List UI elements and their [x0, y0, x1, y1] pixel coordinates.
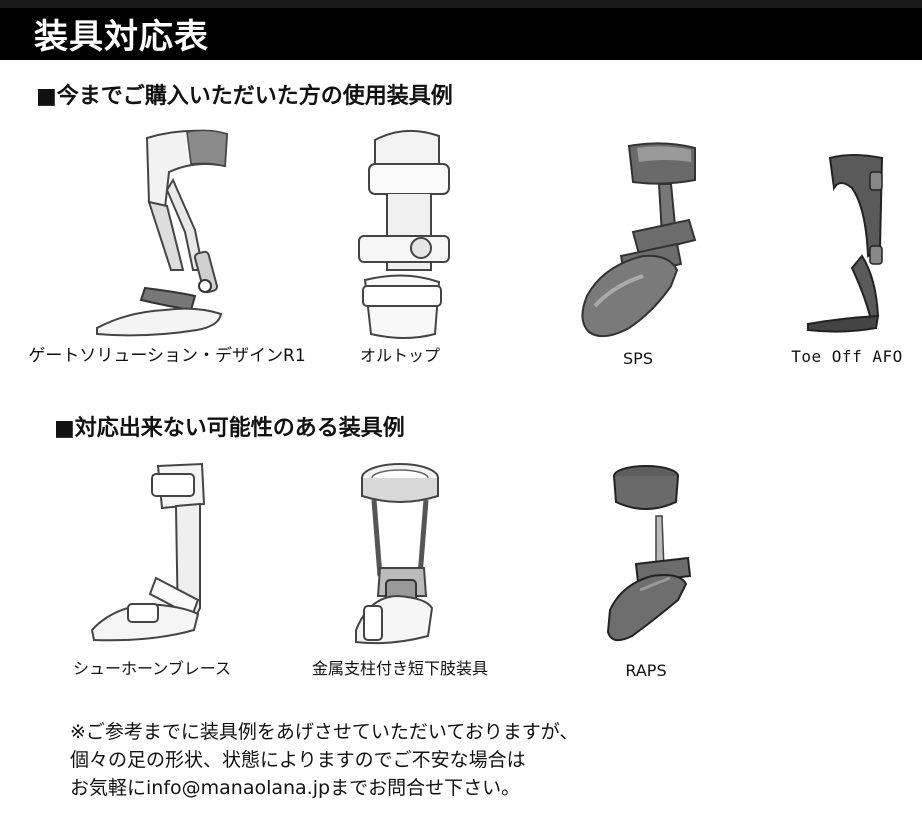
page-title: 装具対応表	[34, 17, 209, 57]
brace-item-raps: RAPS	[586, 460, 706, 682]
note-line: 個々の足の形状、状態によりますのでご不安な場合は	[70, 749, 526, 771]
brace-label: オルトップ	[359, 346, 440, 365]
brace-item-toe-off-afo: Toe Off AFO	[774, 148, 920, 368]
note-text: ※ご参考までに装具例をあげさせていただいておりますが、 個々の足の形状、状態によ…	[70, 718, 578, 802]
brace-label: SPS	[623, 349, 653, 368]
brace-item-ortop: オルトップ	[318, 120, 482, 367]
gait-solution-brace-icon	[96, 129, 229, 337]
note-line: ※ご参考までに装具例をあげさせていただいておりますが、	[70, 721, 579, 743]
note-line: お気軽にinfo@manaolana.jpまでお問合せ下さい。	[70, 777, 521, 799]
section-heading-incompatible: ■対応出来ない可能性のある装具例	[54, 416, 405, 441]
brace-label: Toe Off AFO	[791, 347, 903, 366]
raps-brace-icon	[606, 465, 692, 642]
shoehorn-brace-icon	[90, 462, 206, 642]
toe-off-afo-icon	[807, 154, 884, 333]
sps-brace-icon	[581, 142, 697, 338]
header-bar: 装具対応表	[0, 0, 922, 60]
metal-strut-afo-icon	[355, 463, 439, 645]
section-heading-compatible: ■今までご購入いただいた方の使用装具例	[36, 84, 453, 109]
brace-item-metal-strut-afo: 金属支柱付き短下肢装具	[286, 456, 514, 680]
brace-item-sps: SPS	[568, 136, 708, 370]
brace-label: ゲートソリューション・デザインR1	[28, 346, 306, 366]
brace-item-shoehorn: シューホーンブレース	[52, 458, 252, 680]
brace-label: RAPS	[625, 661, 667, 680]
ortop-brace-icon	[358, 129, 450, 339]
brace-label: 金属支柱付き短下肢装具	[311, 659, 488, 678]
brace-item-gait-solution: ゲートソリューション・デザインR1	[22, 120, 312, 367]
brace-label: シューホーンブレース	[73, 659, 231, 678]
